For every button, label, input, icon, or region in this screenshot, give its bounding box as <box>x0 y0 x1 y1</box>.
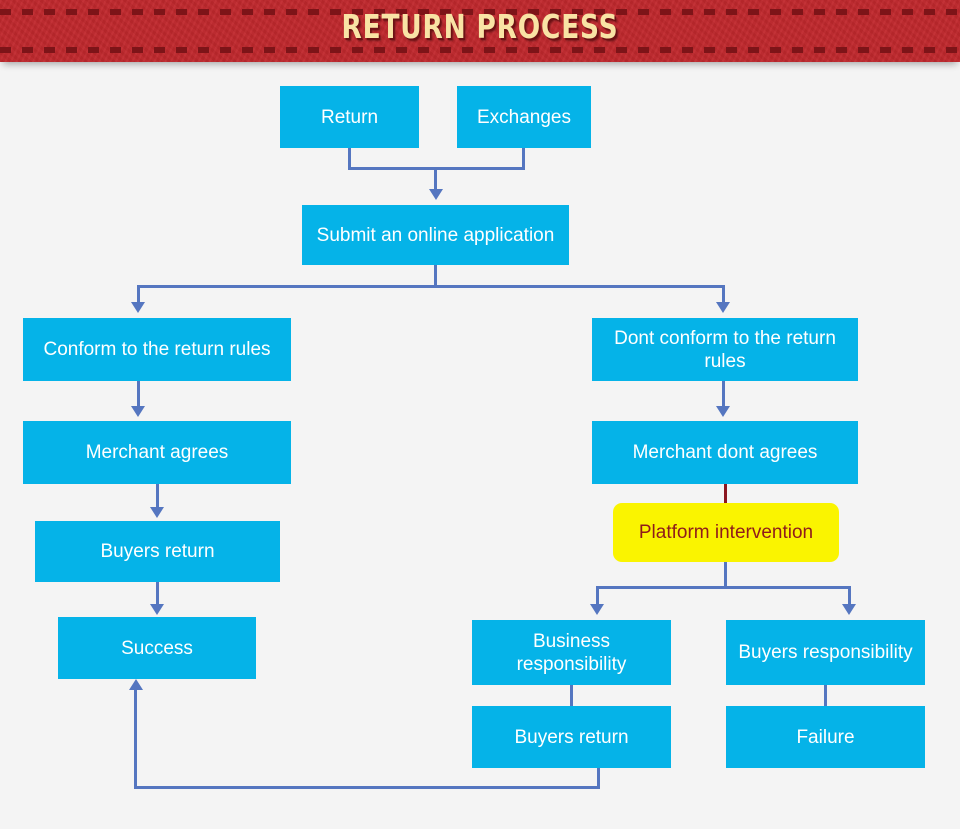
node-conform-rules[interactable]: Conform to the return rules <box>23 318 291 381</box>
connector-submit-down <box>434 265 437 287</box>
header-banner: RETURN PROCESS <box>0 0 960 62</box>
connector-platform-split-right-down <box>848 586 851 607</box>
banner-dashed-rule-bottom <box>0 47 960 53</box>
node-return[interactable]: Return <box>280 86 419 148</box>
connector-platform-split-horizontal <box>596 586 851 589</box>
connector-feedback-up <box>134 690 137 789</box>
connector-merchant-agrees-to-buyers-return <box>156 484 159 511</box>
connector-buyers-return-to-success <box>156 582 159 608</box>
node-exchanges[interactable]: Exchanges <box>457 86 591 148</box>
connector-split-right-down <box>722 285 725 304</box>
arrow-into-conform-rules <box>131 302 145 313</box>
arrow-feedback-into-success <box>129 679 143 690</box>
arrow-into-buyers-return-left <box>150 507 164 518</box>
node-business-responsibility[interactable]: Business responsibility <box>472 620 671 685</box>
arrow-into-success <box>150 604 164 615</box>
connector-exchanges-down <box>522 148 525 169</box>
arrow-into-business-responsibility <box>590 604 604 615</box>
connector-feedback-horizontal <box>134 786 600 789</box>
connector-merge-to-submit <box>434 167 437 191</box>
connector-platform-down <box>724 562 727 588</box>
connector-business-to-buyers-return <box>570 685 573 707</box>
node-platform-intervention[interactable]: Platform intervention <box>613 503 839 562</box>
arrow-into-submit <box>429 189 443 200</box>
connector-dont-conform-to-merchant-dont-agrees <box>722 381 725 410</box>
connector-platform-split-left-down <box>596 586 599 607</box>
node-buyers-return-left[interactable]: Buyers return <box>35 521 280 582</box>
page-title: RETURN PROCESS <box>341 7 619 46</box>
connector-conform-to-merchant-agrees <box>137 381 140 410</box>
node-submit-application[interactable]: Submit an online application <box>302 205 569 265</box>
node-dont-conform-rules[interactable]: Dont conform to the return rules <box>592 318 858 381</box>
banner-dashed-rule-top <box>0 9 960 15</box>
connector-split-horizontal <box>137 285 725 288</box>
node-success[interactable]: Success <box>58 617 256 679</box>
node-merchant-dont-agrees[interactable]: Merchant dont agrees <box>592 421 858 484</box>
arrow-into-buyers-responsibility <box>842 604 856 615</box>
node-buyers-return-bottom[interactable]: Buyers return <box>472 706 671 768</box>
connector-feedback-down <box>597 768 600 789</box>
connector-buyers-responsibility-to-failure <box>824 685 827 707</box>
node-failure[interactable]: Failure <box>726 706 925 768</box>
node-merchant-agrees[interactable]: Merchant agrees <box>23 421 291 484</box>
connector-split-left-down <box>137 285 140 304</box>
arrow-into-dont-conform-rules <box>716 302 730 313</box>
arrow-into-merchant-agrees <box>131 406 145 417</box>
connector-return-down <box>348 148 351 169</box>
node-buyers-responsibility[interactable]: Buyers responsibility <box>726 620 925 685</box>
arrow-into-merchant-dont-agrees <box>716 406 730 417</box>
